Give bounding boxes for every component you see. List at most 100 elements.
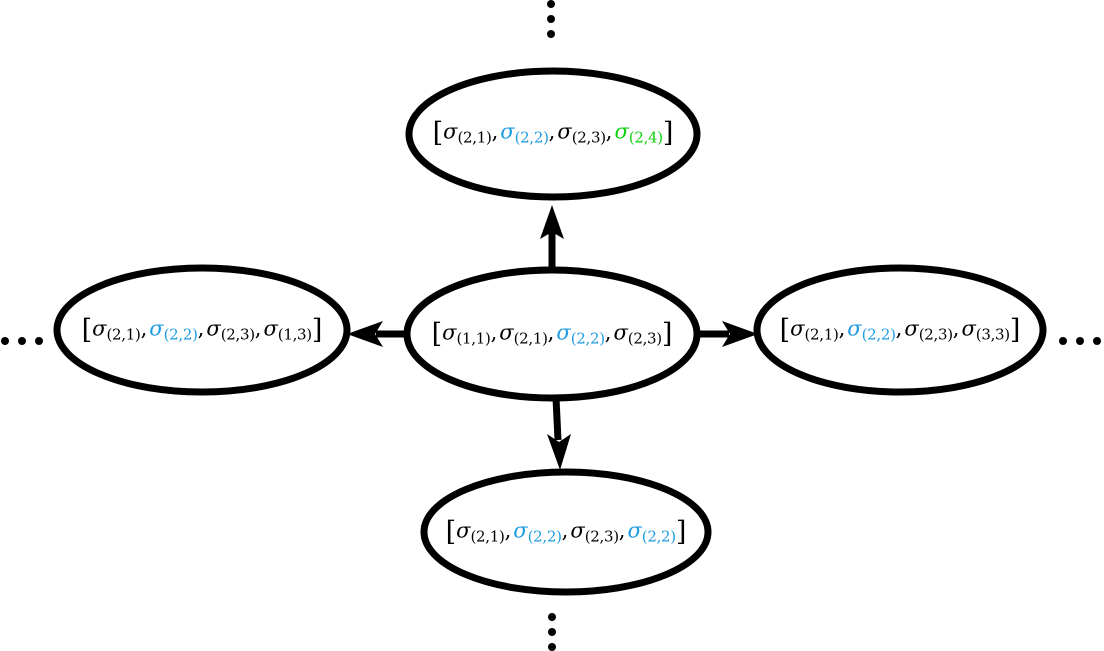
bracket-open: [ (431, 318, 443, 350)
tuple-element: σ(2,3) (570, 518, 619, 546)
edge-center-to-right (700, 321, 758, 347)
node-ellipse-right[interactable] (753, 264, 1047, 396)
edge-center-to-bottom (547, 397, 571, 470)
tuple-element: σ(2,1) (499, 320, 548, 348)
edge-center-to-left (347, 321, 404, 347)
ellipsis-bottom (548, 613, 556, 651)
sigma-subscript: (2,3) (627, 329, 662, 348)
bracket-close: ] (1009, 314, 1021, 346)
bracket-close: ] (311, 314, 323, 346)
tuple-separator: , (140, 316, 148, 341)
sigma-subscript: (2,1) (804, 325, 839, 344)
node-label-right: [σ(2,1),σ(2,2),σ(2,3),σ(3,3)] (780, 317, 1021, 344)
sigma-symbol: σ (570, 518, 585, 543)
ellipsis-dot (548, 628, 556, 636)
tuple-separator: , (604, 320, 612, 345)
sigma-subscript: (2,2) (514, 128, 549, 147)
sigma-symbol: σ (442, 320, 457, 345)
node-label-center: [σ(1,1),σ(2,1),σ(2,2),σ(2,3)] (432, 321, 673, 348)
sigma-symbol: σ (456, 518, 471, 543)
sigma-symbol: σ (263, 316, 278, 341)
node-ellipse-center[interactable] (403, 266, 701, 402)
node-label-top: [σ(2,1),σ(2,2),σ(2,3),σ(2,4)] (433, 120, 674, 147)
tuple-element: σ(2,2) (847, 316, 896, 344)
sigma-symbol: σ (557, 119, 572, 144)
edges-layer (347, 205, 758, 470)
ellipsis-top (547, 0, 555, 38)
tuple-element: σ(2,2) (149, 317, 198, 344)
sigma-subscript: (2,4) (628, 128, 663, 147)
ellipsis-dot (1, 337, 9, 345)
sigma-subscript: (3,3) (975, 325, 1010, 344)
bracket-close: ] (662, 117, 674, 149)
tuple-element: σ(2,3) (557, 119, 606, 147)
sigma-symbol: σ (513, 518, 528, 543)
sigma-symbol: σ (847, 316, 862, 341)
node-ellipse-top[interactable] (405, 67, 701, 201)
ellipsis-dot (18, 337, 26, 345)
sigma-subscript: (2,2) (861, 325, 896, 344)
ellipsis-dot (1059, 337, 1067, 345)
ellipsis-right (1059, 337, 1101, 345)
tuple-element: σ(2,3) (613, 320, 662, 348)
bracket-open: [ (445, 516, 457, 548)
node-ellipse-bottom[interactable] (420, 468, 712, 596)
sigma-subscript: (2,2) (527, 527, 562, 546)
sigma-symbol: σ (627, 518, 642, 543)
tuple-separator: , (490, 320, 498, 345)
bracket-open: [ (432, 117, 444, 149)
tuple-separator: , (491, 119, 499, 144)
sigma-symbol: σ (500, 119, 515, 144)
tuple-element: σ(2,4) (614, 119, 663, 147)
tuple-element: σ(2,3) (904, 316, 953, 342)
tuple-element: σ(1,1) (442, 320, 491, 348)
sigma-subscript: (1,3) (277, 325, 312, 344)
ellipsis-left (1, 337, 43, 345)
tuple-element: σ(2,2) (513, 518, 562, 546)
node-label-bottom: [σ(2,1),σ(2,2),σ(2,3),σ(2,2)] (446, 519, 687, 546)
tuple-separator: , (561, 518, 569, 543)
sigma-subscript: (2,2) (163, 325, 198, 344)
sigma-subscript: (1,1) (456, 329, 491, 348)
tuple-separator: , (895, 316, 903, 341)
sigma-subscript: (2,3) (220, 325, 255, 344)
bracket-open: [ (779, 314, 791, 346)
tuple-separator: , (952, 316, 960, 341)
sigma-symbol: σ (904, 316, 919, 341)
tuple-element: σ(2,1) (456, 518, 505, 544)
sigma-subscript: (2,1) (513, 329, 548, 348)
tuple-element: σ(2,1) (790, 316, 839, 344)
sigma-symbol: σ (961, 316, 976, 341)
sigma-symbol: σ (790, 316, 805, 341)
tuple-element: σ(1,3) (263, 316, 312, 344)
sigma-subscript: (2,1) (457, 128, 492, 147)
tuple-element: σ(2,1) (92, 316, 141, 344)
node-ellipse-left[interactable] (53, 264, 351, 396)
edge-center-to-top (540, 205, 564, 272)
ellipsis-dot (548, 643, 556, 651)
sigma-symbol: σ (443, 119, 458, 144)
tuple-element: σ(2,1) (443, 119, 492, 147)
bracket-open: [ (81, 314, 93, 346)
ellipsis-dot (547, 30, 555, 38)
ellipsis-dot (35, 337, 43, 345)
tuple-separator: , (547, 320, 555, 345)
tuple-separator: , (197, 316, 205, 341)
sigma-symbol: σ (206, 316, 221, 341)
sigma-subscript: (2,3) (584, 527, 619, 546)
tuple-element: σ(3,3) (961, 316, 1010, 344)
sigma-subscript: (2,1) (106, 325, 141, 344)
ellipsis-dot (1093, 337, 1101, 345)
sigma-symbol: σ (613, 320, 628, 345)
tuple-element: σ(2,3) (206, 316, 255, 344)
sigma-symbol: σ (499, 320, 514, 345)
ellipsis-dot (548, 613, 556, 621)
sigma-subscript: (2,3) (571, 128, 606, 147)
sigma-symbol: σ (614, 119, 629, 144)
tuple-separator: , (254, 316, 262, 341)
sigma-subscript: (2,2) (570, 329, 605, 348)
sigma-symbol: σ (92, 316, 107, 341)
tuple-element: σ(2,2) (556, 321, 605, 348)
